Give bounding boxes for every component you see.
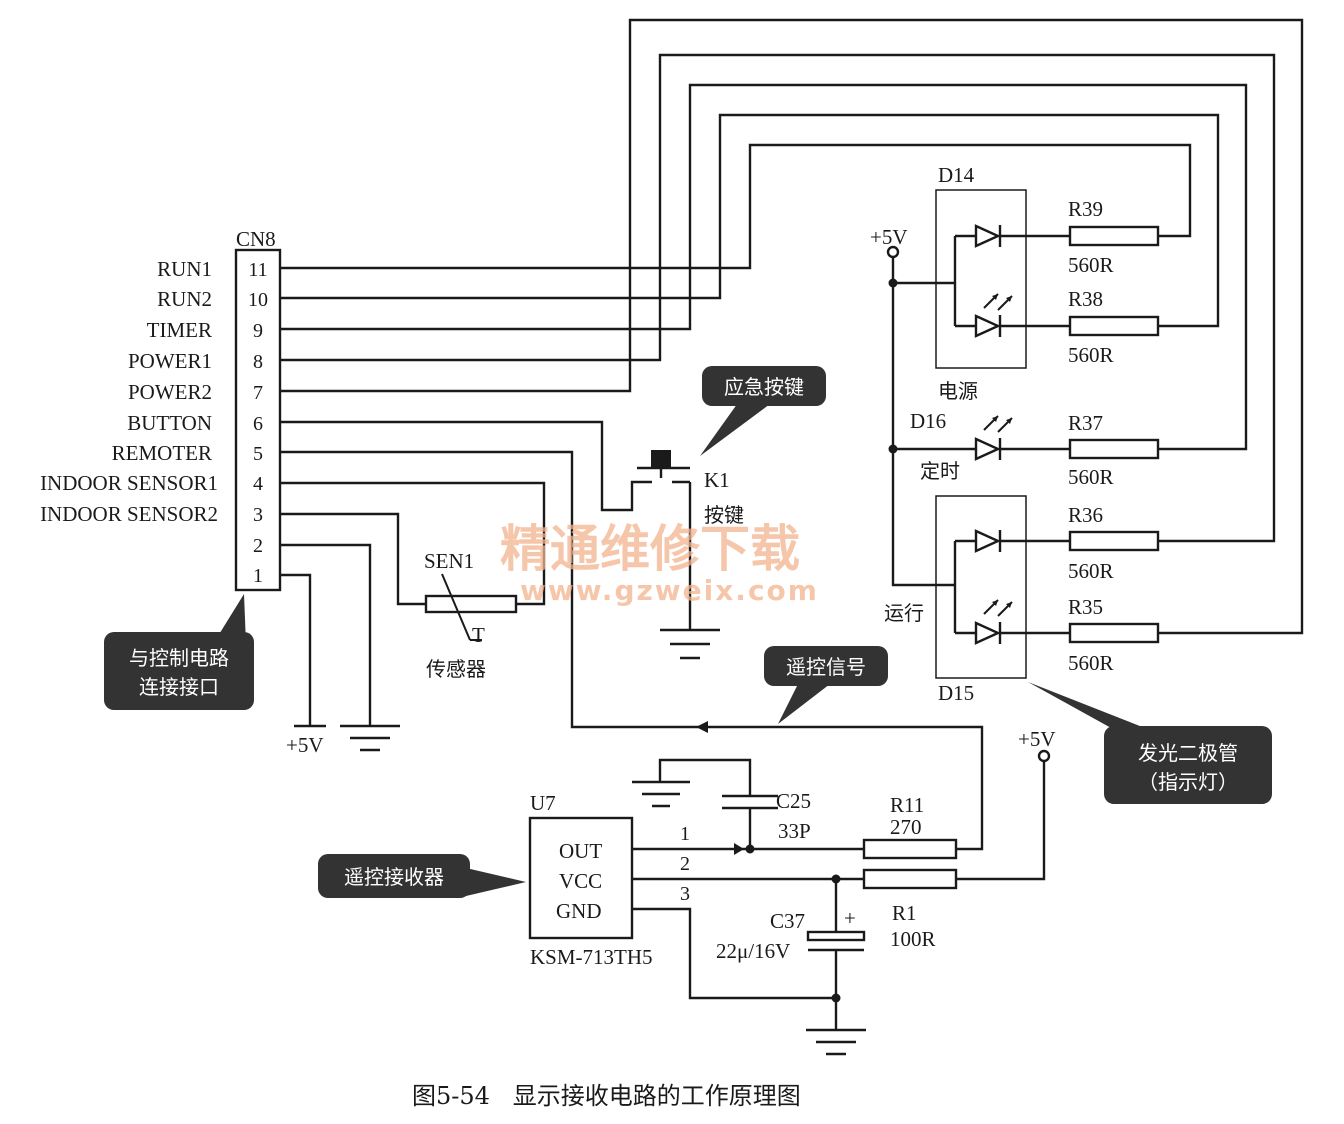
callout-receiver-text: 遥控接收器: [344, 865, 444, 889]
pin-number: 1: [253, 565, 263, 587]
sensor-t: T: [472, 623, 485, 647]
power-pins: +5V: [280, 543, 400, 757]
pin-number: 4: [253, 473, 263, 495]
receiver-pin-out: OUT: [559, 839, 602, 863]
receiver-u7: U7 OUT VCC GND KSM-713TH5 1 2 3: [528, 791, 864, 1003]
watermark-cn: 精通维修下载: [500, 520, 800, 578]
pin-number: 7: [253, 382, 263, 404]
receiver-pin-gnd: GND: [556, 899, 602, 923]
pin-number: 2: [253, 535, 263, 557]
r39-value: 560R: [1068, 253, 1114, 277]
r38-value: 560R: [1068, 343, 1114, 367]
pin-label: REMOTER: [112, 441, 212, 465]
r35-value: 560R: [1068, 651, 1114, 675]
receiver-ref: U7: [530, 791, 556, 815]
connector-ref: CN8: [236, 227, 276, 251]
pin-number: 6: [253, 413, 263, 435]
pin-label: INDOOR SENSOR1: [40, 471, 218, 495]
led-section: +5V D14 电源 D16 定时 D1: [870, 163, 1160, 705]
key-name: 按键: [704, 503, 744, 527]
capacitor-c25: C25 33P: [632, 758, 811, 849]
d15-name: 运行: [884, 601, 924, 625]
pin-number: 11: [248, 259, 267, 281]
r35-ref: R35: [1068, 595, 1103, 619]
plus5v-label: +5V: [1018, 727, 1056, 751]
pin-label: POWER1: [128, 349, 212, 373]
r36-value: 560R: [1068, 559, 1114, 583]
callout-interface-line2: 连接接口: [139, 675, 219, 699]
pin-label: INDOOR SENSOR2: [40, 502, 218, 526]
callout-emergency-key-text: 应急按键: [724, 375, 804, 399]
r1-value: 100R: [890, 927, 936, 951]
callout-receiver: 遥控接收器: [318, 854, 526, 898]
watermark-url: www.gzweix.com: [520, 574, 819, 607]
pin-label: POWER2: [128, 380, 212, 404]
pin-number: 3: [253, 504, 263, 526]
c37-value: 22μ/16V: [716, 939, 790, 963]
sensor-name: 传感器: [426, 657, 486, 681]
capacitor-c37: + C37 22μ/16V: [716, 879, 866, 1056]
c25-value: 33P: [778, 819, 811, 843]
d15-ref: D15: [938, 681, 974, 705]
receiver-pin-vcc: VCC: [559, 869, 602, 893]
plus5v-label: +5V: [870, 225, 908, 249]
r38-ref: R38: [1068, 287, 1103, 311]
r11-ref: R11: [890, 793, 924, 817]
key-ref: K1: [704, 468, 730, 492]
pin-number: 8: [253, 351, 263, 373]
r11-value: 270: [890, 815, 922, 839]
r37-value: 560R: [1068, 465, 1114, 489]
c25-ref: C25: [776, 789, 811, 813]
r36-ref: R36: [1068, 503, 1103, 527]
receiver-part: KSM-713TH5: [530, 945, 653, 969]
callout-led: 发光二极管 （指示灯）: [1028, 682, 1272, 804]
d14-ref: D14: [938, 163, 975, 187]
callout-interface-line1: 与控制电路: [129, 646, 229, 670]
pin-label: RUN2: [157, 287, 212, 311]
receiver-pin-num: 1: [680, 823, 690, 845]
sensor-ref: SEN1: [424, 549, 474, 573]
c37-ref: C37: [770, 909, 805, 933]
led-wires: [280, 18, 1304, 635]
figure-caption: 图5-54 显示接收电路的工作原理图: [412, 1082, 801, 1110]
callout-led-line2: （指示灯）: [1138, 770, 1238, 794]
r1-ref: R1: [892, 901, 917, 925]
d16-name: 定时: [920, 459, 960, 483]
d16-ref: D16: [910, 409, 946, 433]
r37-ref: R37: [1068, 411, 1103, 435]
pin-number: 5: [253, 443, 263, 465]
svg-text:+: +: [844, 906, 856, 930]
callout-led-line1: 发光二极管: [1138, 741, 1238, 765]
receiver-pin-num: 3: [680, 883, 690, 905]
callout-remote-signal-text: 遥控信号: [786, 655, 866, 679]
r39-ref: R39: [1068, 197, 1103, 221]
callout-emergency-key: 应急按键: [700, 366, 826, 456]
resistors-r11-r1: +5V R11 270 R1 100R: [862, 727, 1056, 951]
emergency-key-k1: K1 按键: [280, 420, 744, 660]
pin-number: 9: [253, 320, 263, 342]
connector-cn8: CN8 11 10 9 8 7 6 5 4 3 2 1 RUN1 RUN2 TI…: [40, 227, 282, 592]
sensor-sen1: SEN1 T 传感器: [280, 481, 546, 681]
plus5v-label: +5V: [286, 733, 324, 757]
pin-number: 10: [248, 289, 268, 311]
d14-name: 电源: [938, 379, 978, 403]
pin-label: RUN1: [157, 257, 212, 281]
remote-signal-wire: [280, 450, 984, 851]
pin-label: BUTTON: [127, 411, 212, 435]
callout-remote-signal: 遥控信号: [764, 646, 888, 724]
pin-label: TIMER: [147, 318, 212, 342]
callout-interface: 与控制电路 连接接口: [104, 594, 254, 710]
receiver-pin-num: 2: [680, 853, 690, 875]
watermark: 精通维修下载 www.gzweix.com: [500, 520, 819, 607]
